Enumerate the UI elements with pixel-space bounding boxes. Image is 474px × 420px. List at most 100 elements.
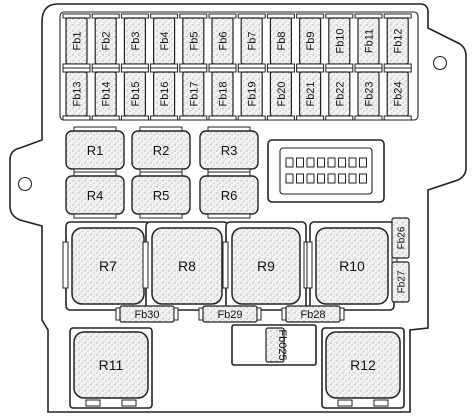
relay-label-r7: R7 — [99, 258, 117, 274]
fuse-socket — [325, 115, 354, 121]
mounting-hole — [17, 176, 33, 192]
relay-label-r5: R5 — [153, 188, 170, 203]
fuse-socket — [91, 63, 120, 69]
connector-pin — [296, 157, 304, 168]
fuse-label-fb1: Fb1 — [72, 32, 84, 51]
relay-label-r11: R11 — [99, 357, 124, 373]
fuse-socket — [150, 63, 179, 69]
connector-pin — [306, 157, 315, 168]
fuse-label-fb3: Fb3 — [130, 32, 142, 51]
fuse-socket — [62, 63, 91, 69]
fuse-label-fb025: Fb025 — [276, 329, 288, 360]
fuse-socket — [208, 115, 237, 121]
fuse-socket — [179, 63, 208, 69]
relay-socket — [207, 213, 251, 219]
relay-r11 — [73, 331, 149, 399]
fuse-label-fb17: Fb17 — [188, 81, 200, 106]
fuse-socket — [354, 63, 383, 69]
fuse-socket — [91, 115, 120, 121]
fuse-label-fb6: Fb6 — [218, 32, 230, 51]
fuse-label-fb15: Fb15 — [130, 81, 142, 106]
relay-r12 — [325, 331, 401, 399]
large-relay-group: R7 R8 R9 R10 — [62, 221, 398, 311]
fuse-socket — [237, 115, 266, 121]
relay-label-r8: R8 — [178, 258, 196, 274]
fuse-socket — [208, 63, 237, 69]
relay-label-r9: R9 — [257, 258, 275, 274]
fuse-socket — [120, 115, 149, 121]
connector-pin — [327, 157, 336, 168]
relay-label-r12: R12 — [350, 357, 376, 373]
fuse-socket — [120, 63, 149, 69]
connector-pin — [338, 157, 346, 168]
relay-label-r4: R4 — [87, 188, 104, 203]
connector-pin — [285, 173, 294, 184]
relay-socket — [73, 213, 117, 219]
relay-clip — [142, 241, 149, 289]
connector-pin — [359, 157, 367, 168]
connector-pin — [359, 173, 367, 184]
fuse-socket — [179, 115, 208, 121]
relay-clip — [337, 399, 353, 407]
relay-clip — [373, 399, 389, 407]
relay-clip — [62, 241, 69, 289]
fuse-label-fb9: Fb9 — [305, 32, 317, 51]
connector-pin — [296, 173, 304, 184]
relay-r9 — [231, 227, 301, 305]
fuse-socket — [296, 63, 325, 69]
connector-pin — [348, 157, 357, 168]
relay-label-r10: R10 — [339, 258, 365, 274]
relay-label-r3: R3 — [221, 143, 238, 158]
fuse-socket — [354, 115, 383, 121]
bottom-relay-group: R11 R12 — [69, 327, 405, 409]
connector-pin — [348, 173, 357, 184]
fuse-socket — [296, 115, 325, 121]
relay-r8 — [151, 227, 223, 305]
mounting-hole — [432, 55, 448, 71]
fuse-label-fb27: Fb27 — [397, 270, 408, 293]
connector-pin — [338, 173, 346, 184]
fuse-socket — [325, 63, 354, 69]
fuse-socket — [150, 115, 179, 121]
fuse-label-fb12: Fb12 — [393, 28, 405, 53]
connector-pin — [285, 157, 294, 168]
fuse-label-fb29: Fb29 — [217, 309, 242, 321]
fuse-fb26 — [391, 217, 410, 259]
fuse-socket — [266, 115, 295, 121]
fuse-label-fb19: Fb19 — [247, 81, 259, 106]
bottom-fuse-group: Fb30 Fb29 Fb28 — [115, 305, 345, 323]
fuse-label-fb28: Fb28 — [300, 309, 325, 321]
fuse-label-fb23: Fb23 — [364, 81, 376, 106]
fuse-label-fb13: Fb13 — [72, 81, 84, 106]
fuse-socket — [383, 115, 412, 121]
connector-pins — [285, 157, 367, 184]
fuse-socket — [173, 307, 179, 321]
fuse-label-fb21: Fb21 — [305, 81, 317, 106]
connector-pin — [306, 173, 315, 184]
fuse-label-fb2: Fb2 — [101, 32, 113, 51]
fuse-socket — [339, 307, 345, 321]
center-fuse-group: Fb025 — [231, 324, 317, 366]
fuse-label-fb5: Fb5 — [188, 32, 200, 51]
relay-clip — [121, 399, 137, 407]
fuse-label-fb4: Fb4 — [159, 32, 171, 51]
fuse-label-fb26: Fb26 — [397, 226, 408, 249]
fuse-label-fb18: Fb18 — [218, 81, 230, 106]
fuse-socket — [266, 63, 295, 69]
connector-pin — [327, 173, 336, 184]
fuse-label-fb8: Fb8 — [276, 32, 288, 51]
fuse-label-fb30: Fb30 — [134, 309, 159, 321]
relay-label-r2: R2 — [153, 143, 170, 158]
relay-r10 — [315, 227, 389, 305]
relay-clip — [306, 241, 313, 289]
fuse-label-fb11: Fb11 — [364, 29, 376, 53]
fuse-socket — [237, 63, 266, 69]
relay-socket — [139, 213, 183, 219]
fuse-label-fb20: Fb20 — [276, 81, 288, 106]
relay-clip — [85, 399, 101, 407]
fuse-label-fb10: Fb10 — [334, 28, 346, 53]
